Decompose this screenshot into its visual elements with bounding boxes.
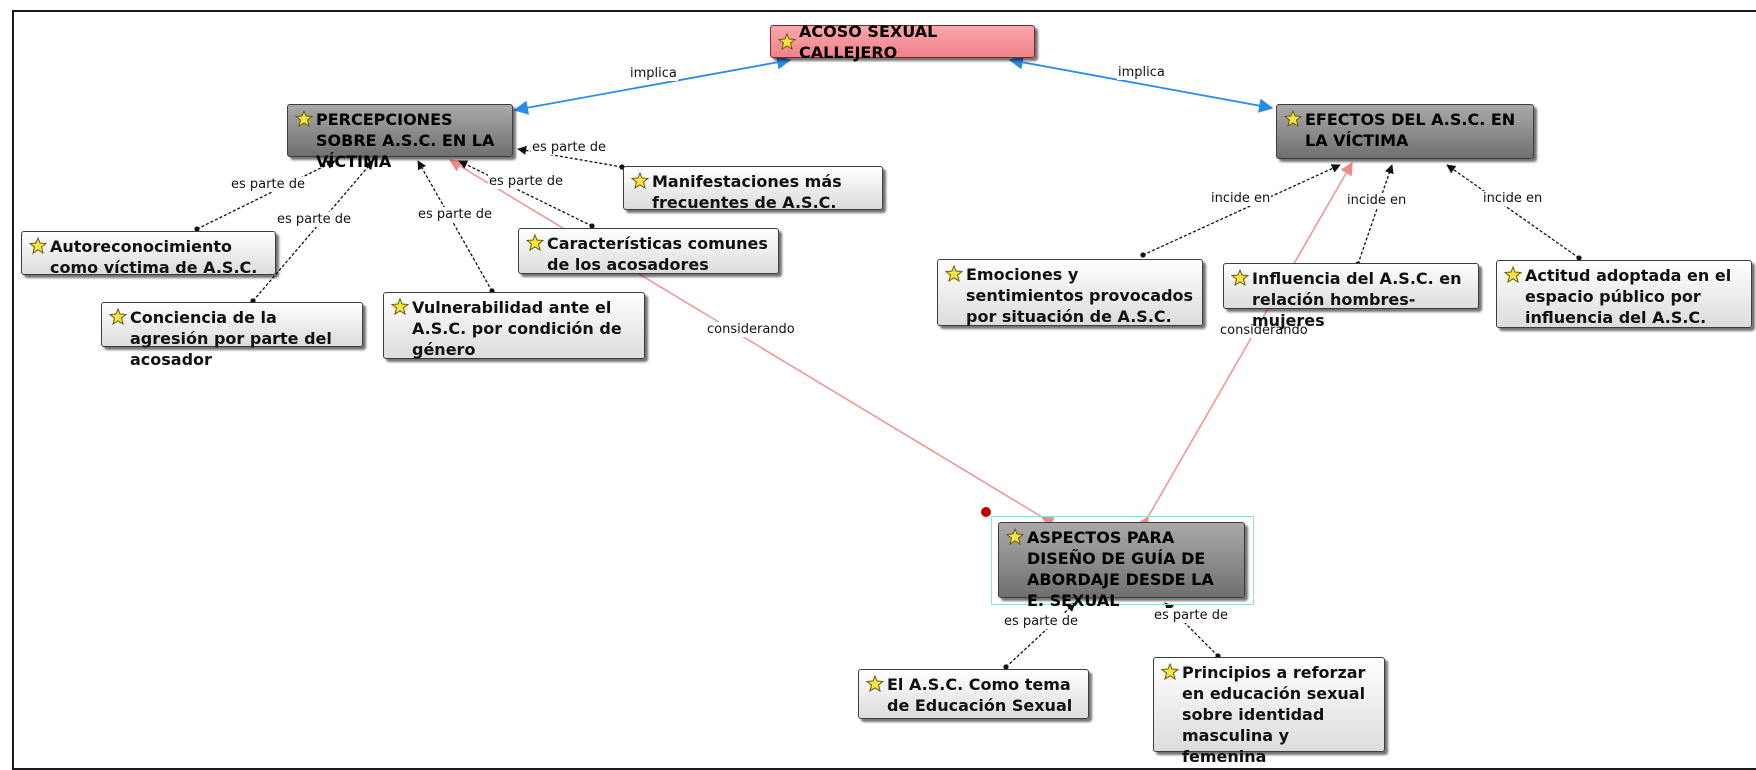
node-vulnerabilidad[interactable]: Vulnerabilidad ante el A.S.C. por condic… xyxy=(383,292,645,359)
label-parte-conciencia: es parte de xyxy=(276,212,352,227)
node-label: ACOSO SEXUAL CALLEJERO xyxy=(799,21,938,62)
node-label: Influencia del A.S.C. en relación hombre… xyxy=(1252,269,1462,330)
node-label: Actitud adoptada en el espacio público p… xyxy=(1525,266,1732,327)
node-label: El A.S.C. Como tema de Educación Sexual xyxy=(887,675,1073,715)
marker-dot xyxy=(981,507,991,517)
node-conciencia[interactable]: Conciencia de la agresión por parte del … xyxy=(101,302,363,369)
node-label: EFECTOS DEL A.S.C. EN LA VÍCTIMA xyxy=(1305,110,1516,150)
label-parte-caracteristicas: es parte de xyxy=(488,174,564,189)
node-acoso-sexual-callejero[interactable]: ACOSO SEXUAL CALLEJERO xyxy=(770,22,1035,62)
node-autoreconocimiento[interactable]: Autoreconocimiento como víctima de A.S.C… xyxy=(21,231,276,277)
concept-star-icon xyxy=(526,234,544,252)
node-principios[interactable]: Principios a reforzar en educación sexua… xyxy=(1153,657,1385,766)
concept-star-icon xyxy=(1284,110,1302,128)
node-caracteristicas[interactable]: Características comunes de los acosadore… xyxy=(518,228,779,274)
node-label: Características comunes de los acosadore… xyxy=(547,234,768,274)
link-incide-influencia xyxy=(1355,164,1394,267)
label-parte-autoreconocimiento: es parte de xyxy=(230,177,306,192)
node-emociones[interactable]: Emociones y sentimientos provocados por … xyxy=(937,259,1203,326)
concept-star-icon xyxy=(295,110,313,128)
selection-outline xyxy=(991,516,1254,605)
node-influencia[interactable]: Influencia del A.S.C. en relación hombre… xyxy=(1223,263,1479,330)
node-label: Emociones y sentimientos provocados por … xyxy=(966,265,1194,326)
link-parte-tema xyxy=(1003,602,1076,670)
link-incide-actitud xyxy=(1446,164,1582,261)
link-considerando-right xyxy=(1136,161,1353,531)
concept-star-icon xyxy=(1504,266,1522,284)
node-label: ASPECTOS PARA DISEÑO DE GUÍA DE ABORDAJE… xyxy=(1027,528,1214,610)
node-efectos[interactable]: EFECTOS DEL A.S.C. EN LA VÍCTIMA xyxy=(1276,104,1534,159)
concept-star-icon xyxy=(1231,269,1249,287)
node-tema[interactable]: El A.S.C. Como tema de Educación Sexual xyxy=(858,669,1089,719)
node-aspectos[interactable]: ASPECTOS PARA DISEÑO DE GUÍA DE ABORDAJE… xyxy=(998,522,1245,610)
concept-star-icon xyxy=(866,675,884,693)
label-implica-right: implica xyxy=(1117,65,1166,80)
node-label: Manifestaciones más frecuentes de A.S.C. xyxy=(652,172,842,212)
concept-star-icon xyxy=(631,172,649,190)
label-parte-vulnerabilidad: es parte de xyxy=(417,207,493,222)
concept-star-icon xyxy=(391,298,409,316)
link-incide-emociones xyxy=(1140,164,1341,258)
concept-star-icon xyxy=(778,33,796,51)
label-parte-tema: es parte de xyxy=(1003,614,1079,629)
label-parte-manifestaciones: es parte de xyxy=(531,140,607,155)
node-label: Principios a reforzar en educación sexua… xyxy=(1182,663,1366,766)
label-considerando-left: considerando xyxy=(706,322,796,337)
link-implica-right xyxy=(1008,55,1274,113)
link-parte-conciencia xyxy=(250,160,374,304)
label-incide-emociones: incide en xyxy=(1210,191,1272,206)
label-incide-actitud: incide en xyxy=(1482,191,1544,206)
node-label: Vulnerabilidad ante el A.S.C. por condic… xyxy=(412,298,622,359)
node-label: Autoreconocimiento como víctima de A.S.C… xyxy=(50,237,258,277)
label-considerando-right: considerando xyxy=(1219,323,1309,338)
node-label: Conciencia de la agresión por parte del … xyxy=(130,308,332,369)
label-implica-left: implica xyxy=(629,66,678,81)
concept-star-icon xyxy=(1006,528,1024,546)
node-actitud[interactable]: Actitud adoptada en el espacio público p… xyxy=(1496,260,1752,328)
link-parte-vulnerabilidad xyxy=(417,160,495,294)
node-percepciones[interactable]: PERCEPCIONES SOBRE A.S.C. EN LA VÍCTIMA xyxy=(287,104,513,171)
label-incide-influencia: incide en xyxy=(1346,193,1408,208)
concept-star-icon xyxy=(945,265,963,283)
label-parte-principios: es parte de xyxy=(1153,608,1229,623)
node-manifestaciones[interactable]: Manifestaciones más frecuentes de A.S.C. xyxy=(623,166,883,212)
concept-star-icon xyxy=(1161,663,1179,681)
concept-star-icon xyxy=(109,308,127,326)
node-label: PERCEPCIONES SOBRE A.S.C. EN LA VÍCTIMA xyxy=(316,110,495,171)
concept-star-icon xyxy=(29,237,47,255)
link-implica-left xyxy=(513,55,792,115)
